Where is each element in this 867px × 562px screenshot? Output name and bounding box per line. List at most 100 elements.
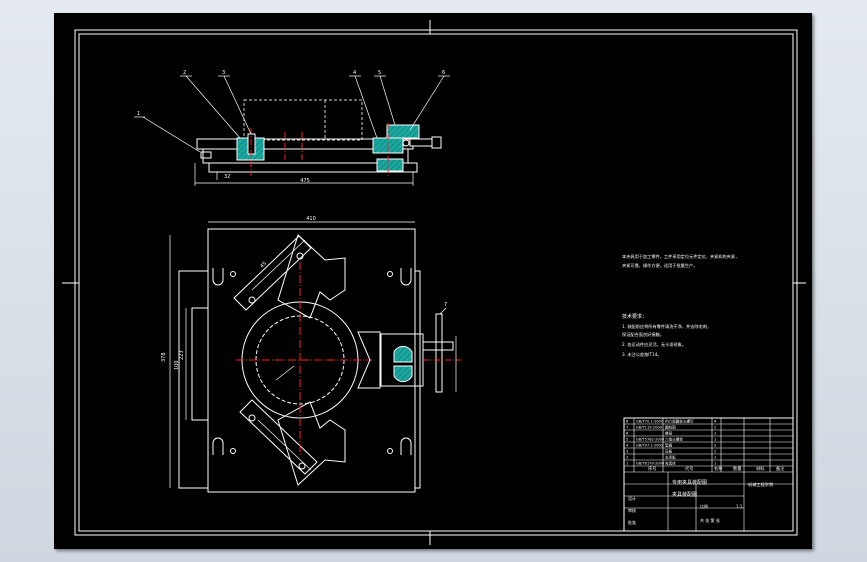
notes-area: 本夹具用于加工零件，工件采用定位元件定位，夹紧机构夹紧， 夹紧可靠，操作方便，适… <box>622 253 739 358</box>
bom-cell: 7 <box>626 426 628 430</box>
bom-cell: 内六角圆柱头螺钉 <box>665 419 694 424</box>
label-sheet: 共 张 第 张 <box>700 517 720 523</box>
dim-overall-width: 475 <box>300 178 310 184</box>
bom-cell: 1 <box>714 432 716 436</box>
header-col-code: 代号 <box>685 465 693 472</box>
lower-plate-hole-b <box>298 462 306 470</box>
header-col-index: 序号 <box>648 465 656 472</box>
label-approve: 批准 <box>628 519 636 525</box>
note-main-2: 夹紧可靠，操作方便，适用于批量生产。 <box>622 262 697 269</box>
leader-1 <box>142 116 201 153</box>
right-flange <box>415 270 421 489</box>
balloon-2[interactable]: 2 <box>183 70 186 76</box>
bom-cell: 夹具体 <box>665 461 676 466</box>
bom-cell: 支承板 <box>665 455 676 460</box>
balloon-1[interactable]: 1 <box>137 111 140 117</box>
left-inner-step <box>191 307 208 421</box>
header-col-qty: 数量 <box>733 465 741 472</box>
upper-plate-inner <box>251 239 306 291</box>
balloon-7[interactable]: 7 <box>444 302 447 308</box>
bom-cell: 2 <box>714 444 716 448</box>
drawing-name: 夹具装配图 <box>672 491 697 498</box>
hole-2 <box>387 271 393 277</box>
note-main-1: 本夹具用于加工零件，工件采用定位元件定位，夹紧机构夹紧， <box>622 253 739 260</box>
slot-bottom-left <box>212 437 224 455</box>
slot-top-left <box>212 268 224 286</box>
balloon-3[interactable]: 3 <box>222 70 225 76</box>
leader-7 <box>275 365 295 381</box>
balloon-5[interactable]: 5 <box>378 70 381 76</box>
left-flange <box>178 270 208 489</box>
clamp-hatched-bottom <box>393 365 413 383</box>
upper-clamp-plate <box>233 235 312 311</box>
upper-v-block <box>277 234 346 319</box>
handle-knob <box>431 136 442 149</box>
scale-value: 1:1 <box>736 504 743 509</box>
balloon-4[interactable]: 4 <box>353 70 356 76</box>
bom-cell: GB/T6170-2000 <box>636 462 665 466</box>
bom-cell: 1 <box>714 438 716 442</box>
slot-top-right <box>400 268 412 286</box>
balloon-6[interactable]: 6 <box>442 70 445 76</box>
header-col-remark: 备注 <box>776 465 785 472</box>
bom-cell: 6 <box>626 432 629 436</box>
dim-offset: 100 <box>174 360 180 370</box>
bom-cell: 4 <box>714 420 717 424</box>
tech-item-2: 2. 各运动件应灵活，无卡滞现象。 <box>622 341 686 348</box>
upper-plate-hole-b <box>296 252 304 260</box>
leader-4 <box>354 75 378 139</box>
header-col-material: 材料 <box>756 465 765 472</box>
base-plate-bottom <box>208 162 418 173</box>
outer-frame <box>74 29 798 536</box>
dim-side-height: 378 <box>161 352 167 362</box>
plate-outline <box>207 228 416 493</box>
bom-cell: GB/T119-2000 <box>636 426 663 430</box>
clamp-handle-bar <box>435 313 443 393</box>
tech-item-3: 3. 未注公差按IT14。 <box>622 351 662 358</box>
leader-clamp <box>439 307 447 315</box>
school-name: 机械工程学院 <box>748 481 774 488</box>
locating-holes <box>230 271 393 454</box>
lower-clamp-plate <box>239 399 318 475</box>
hole-4 <box>387 448 393 454</box>
leader-3 <box>223 75 252 135</box>
bom-cell: 1 <box>626 462 628 466</box>
bom-cell: 六角头螺栓 <box>665 437 683 442</box>
plan-view[interactable]: 410 378 223 100 <box>161 216 461 493</box>
hole-1 <box>230 271 236 277</box>
header-col-name: 名称 <box>714 465 722 472</box>
dim-angle: 45 <box>259 261 268 270</box>
bom-cell: 5 <box>626 438 628 442</box>
corner-slots <box>212 268 412 455</box>
lower-plate-hole-a <box>248 414 256 422</box>
handle-pivot <box>402 139 410 147</box>
handle-screw <box>409 138 433 147</box>
title-block[interactable]: 序号 代号 名称 数量 材料 备注 专用夹具装配图 夹具装配图 机械工程学院 设… <box>623 417 794 532</box>
bom-cell: 1 <box>714 462 716 466</box>
clamp-hatched-top <box>393 345 413 363</box>
dim-small: 32 <box>224 174 230 180</box>
front-view[interactable]: 475 32 1 2 3 4 5 6 <box>134 70 450 186</box>
bom-cell: 2 <box>714 426 716 430</box>
bom-cell: 3 <box>626 450 628 454</box>
bom-cell: 4 <box>626 444 629 448</box>
leader-6 <box>409 75 445 131</box>
clamp-block-section <box>386 124 420 139</box>
bom-cell: 1 <box>714 456 716 460</box>
lower-v-block <box>277 401 346 486</box>
bom-cell: 圆柱销 <box>665 425 676 430</box>
drawing-sheet[interactable]: 475 32 1 2 3 4 5 6 <box>54 13 812 549</box>
leader-2 <box>185 75 241 139</box>
right-foot-section <box>376 158 404 172</box>
bom-cell: 垫圈 <box>665 443 673 448</box>
side-v-locator <box>357 331 381 389</box>
label-scale: 比例 <box>700 503 708 509</box>
drawing-svg: 475 32 1 2 3 4 5 6 <box>62 20 806 545</box>
slot-bottom-right <box>400 437 412 455</box>
title-block-frame <box>623 417 794 532</box>
hole-3 <box>230 448 236 454</box>
tech-requirements-title: 技术要求： <box>622 313 647 320</box>
bom-cell: GB/T5782-2000 <box>636 438 665 442</box>
workpiece-hidden-outline <box>243 99 363 141</box>
